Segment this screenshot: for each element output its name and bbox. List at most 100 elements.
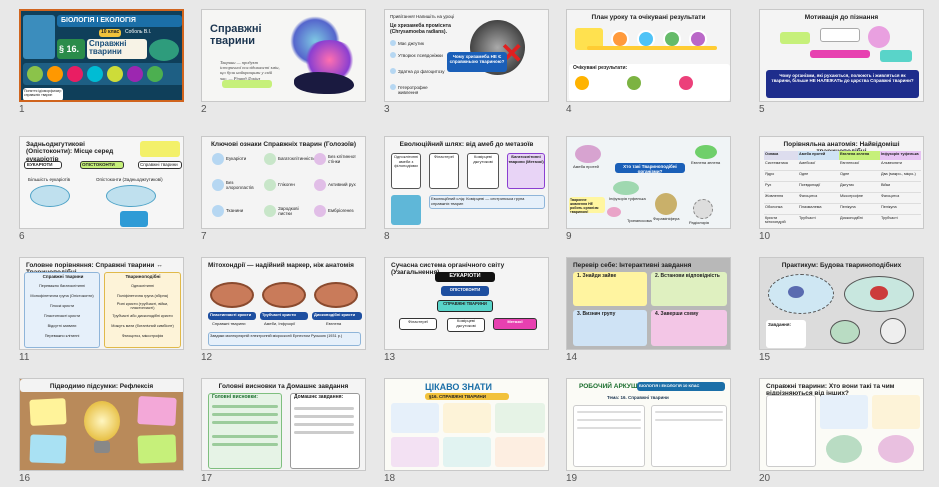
slide-6-label-1: Більшість еукаріотів (28, 177, 71, 182)
slide-3-tag: Чому хризамеба НЕ Є справжньою твариною? (449, 54, 505, 65)
slide-number: 15 (759, 352, 771, 363)
table-cell: Трубчасті (881, 216, 898, 220)
slide-number: 5 (759, 104, 765, 115)
slide-number: 14 (566, 352, 578, 363)
slide-13-branch-1: Філастереї (407, 319, 429, 324)
slide-15[interactable]: Практикум: Будова твариноподібних Завдан… (759, 257, 924, 350)
slide-1[interactable]: БІОЛОГІЯ І ЕКОЛОГІЯ 10 клас Соболь В.І. … (19, 9, 184, 102)
slide-10[interactable]: Порівняльна анатомія: Найвідоміші тварин… (759, 136, 924, 229)
slide-1-paragraph: § 16. (59, 44, 80, 54)
slide-11-left-1: Переважно багатоклітинні (39, 284, 85, 288)
slide-3[interactable]: Привітання! Напишіть на уроці Це хризаме… (384, 9, 549, 102)
slide-7-item-6: Активний рух (328, 182, 356, 187)
comparison-table: Ознака Амеба протей Евглена зелена Інфуз… (764, 151, 921, 227)
slide-11-left-head: Справжні тварини (42, 274, 84, 279)
slide-3-opt-3: Здатна до фагоцитозу (398, 69, 445, 74)
slide-13-holozoa: СПРАВЖНІ ТВАРИНИ (443, 301, 487, 306)
slide-1-subject: БІОЛОГІЯ І ЕКОЛОГІЯ (61, 17, 136, 24)
slide-7-item-1: Еукаріоти (226, 156, 247, 161)
slide-13-title: Сучасна система органічного світу (Узага… (391, 262, 505, 277)
slide-12-title: Мітохондрії — надійний маркер, ніж анато… (208, 262, 354, 269)
slide-18-title: ЦІКАВО ЗНАТИ (425, 382, 492, 392)
slide-6-true-animals: Справжні тварини (140, 162, 178, 167)
table-cell: Альвеоляти (880, 160, 921, 171)
slide-4[interactable]: План уроку та очікувані результати Очіку… (566, 9, 731, 102)
slide-number: 13 (384, 352, 396, 363)
slide-13-mid: ОПІСТОКОНТИ (449, 287, 481, 292)
slide-9[interactable]: Хто такі Твариноподібні організми? Амеба… (566, 136, 731, 229)
slide-17[interactable]: Головні висновки та Домашнє завдання Гол… (201, 378, 366, 471)
table-cell: Джгутик (839, 182, 880, 193)
slide-19-title: РОБОЧИЙ АРКУШ (579, 383, 638, 390)
slide-12-sub-1: Справжні тварини (212, 321, 246, 326)
slide-8-step-3: Комірцеві джгутикові (473, 154, 493, 164)
slide-1-title: Справжні тварини (89, 39, 127, 56)
slide-14-title: Перевір себе: Інтерактивні завдання (573, 262, 692, 269)
slide-9-label-5: Радіолярія (689, 220, 709, 225)
slide-number: 19 (566, 473, 578, 484)
slide-11-left-5: Відсутні захвати (47, 324, 77, 328)
slide-18[interactable]: ЦІКАВО ЗНАТИ §16. СПРАВЖНІ ТВАРИНИ (384, 378, 549, 471)
slide-9-label-3: Трипаносома (627, 218, 652, 223)
slide-20[interactable]: Справжні тварини: Хто вони такі та чим в… (759, 378, 924, 471)
table-cell: Одне (798, 171, 839, 182)
slide-7-item-8: Зародкові листки (278, 206, 299, 217)
table-cell: Війки (880, 182, 921, 193)
slide-3-top: Привітання! Напишіть на уроці (390, 14, 455, 19)
slide-14-task-1: 1. Знайди зайве (577, 273, 617, 279)
slide-9-note: Тваринне живлення НЕ робить організм тва… (570, 198, 599, 215)
table-cell: Плазмалема (798, 204, 839, 215)
slide-8-note: Еволюційний слід: Комірцеві — сестринськ… (431, 196, 525, 206)
slide-2-title: Справжні тварини (210, 23, 262, 47)
slide-2[interactable]: Справжні тварини Тварини — продукт істор… (201, 9, 366, 102)
slide-14[interactable]: Перевір себе: Інтерактивні завдання 1. З… (566, 257, 731, 350)
slide-number: 18 (384, 473, 396, 484)
slide-number: 20 (759, 473, 771, 484)
slide-2-quote: Тварини — продукт історичної послідовнос… (220, 60, 280, 81)
slide-8[interactable]: Еволюційний шлях: від амеб до метазоїв О… (384, 136, 549, 229)
slide-11[interactable]: Головне порівняння: Справжні тварини ↔ Т… (19, 257, 184, 350)
slide-number: 11 (19, 352, 30, 363)
slide-number: 9 (566, 231, 572, 242)
slide-7-item-2: Багатоклітинність (278, 156, 315, 161)
slide-9-label-2: Інфузорія туфелька (609, 196, 646, 201)
table-cell: Оболонка (764, 204, 798, 215)
slide-11-left-6: Переважно клітинні (44, 334, 80, 338)
slide-11-right-4: Трубчасті або дископодібні кристи (112, 314, 173, 318)
slide-5-question: Чому організми, які рухаються, полюють і… (771, 73, 914, 84)
slide-13-branch-3: Метазої (507, 319, 523, 324)
slide-7[interactable]: Ключові ознаки Справжніх тварин (Голозої… (201, 136, 366, 229)
slide-number: 3 (384, 104, 390, 115)
table-cell: Пелікула (839, 204, 880, 215)
slide-19[interactable]: РОБОЧИЙ АРКУШ БІОЛОГІЯ І ЕКОЛОГІЯ 10 КЛА… (566, 378, 731, 471)
table-head: Евглена зелена (839, 151, 880, 160)
slide-12-label-2: Трубчасті кристи (262, 312, 296, 317)
slide-16[interactable]: Підводимо підсумки: Рефлексія (19, 378, 184, 471)
slide-11-right-3: Різні кристи (трубчасті, війки, пластинч… (116, 302, 169, 311)
table-cell: Рух (764, 182, 798, 193)
slide-number: 16 (19, 473, 31, 484)
slide-6-title: Задньоджгутикові (Опістоконти): Місце се… (26, 141, 114, 163)
slide-3-question: Це хризамеба проміснта (Chrysamoeba radi… (390, 23, 451, 35)
slide-3-opt-1: Має джгутик (398, 41, 424, 46)
slide-9-label-1: Амеба протей (573, 164, 599, 169)
slide-6[interactable]: Задньоджгутикові (Опістоконти): Місце се… (19, 136, 184, 229)
slide-8-step-4: Багатоклітинні тварини (Метазої) (508, 154, 544, 164)
slide-5[interactable]: Мотивація до пізнання Чому організми, як… (759, 9, 924, 102)
table-cell: Живлення (764, 193, 798, 204)
slide-13[interactable]: Сучасна система органічного світу (Узага… (384, 257, 549, 350)
slide-13-branch-2: Комірцеві джгутикові (456, 318, 476, 328)
table-cell: Псевдоподії (798, 182, 839, 193)
table-cell: Пелікула (880, 204, 921, 215)
table-cell: Два (макро-, мікро-) (880, 171, 921, 182)
slide-8-title: Еволюційний шлях: від амеб до метазоїв (399, 141, 534, 148)
slide-7-item-4: Без хлоропластів (226, 180, 254, 191)
slide-6-opisthokonta: ОПІСТОКОНТИ (82, 162, 115, 167)
slide-19-sub: БІОЛОГІЯ І ЕКОЛОГІЯ 10 КЛАС (639, 383, 700, 388)
slide-6-label-2: Опістоконти (Задньоджгутикові) (96, 177, 163, 182)
slide-4-title: План уроку та очікувані результати (591, 14, 706, 21)
table-cell: Ядро (764, 171, 798, 182)
slide-12[interactable]: Мітохондрії — надійний маркер, ніж анато… (201, 257, 366, 350)
slide-number: 12 (201, 352, 213, 363)
slide-18-sub: §16. СПРАВЖНІ ТВАРИНИ (429, 394, 486, 399)
